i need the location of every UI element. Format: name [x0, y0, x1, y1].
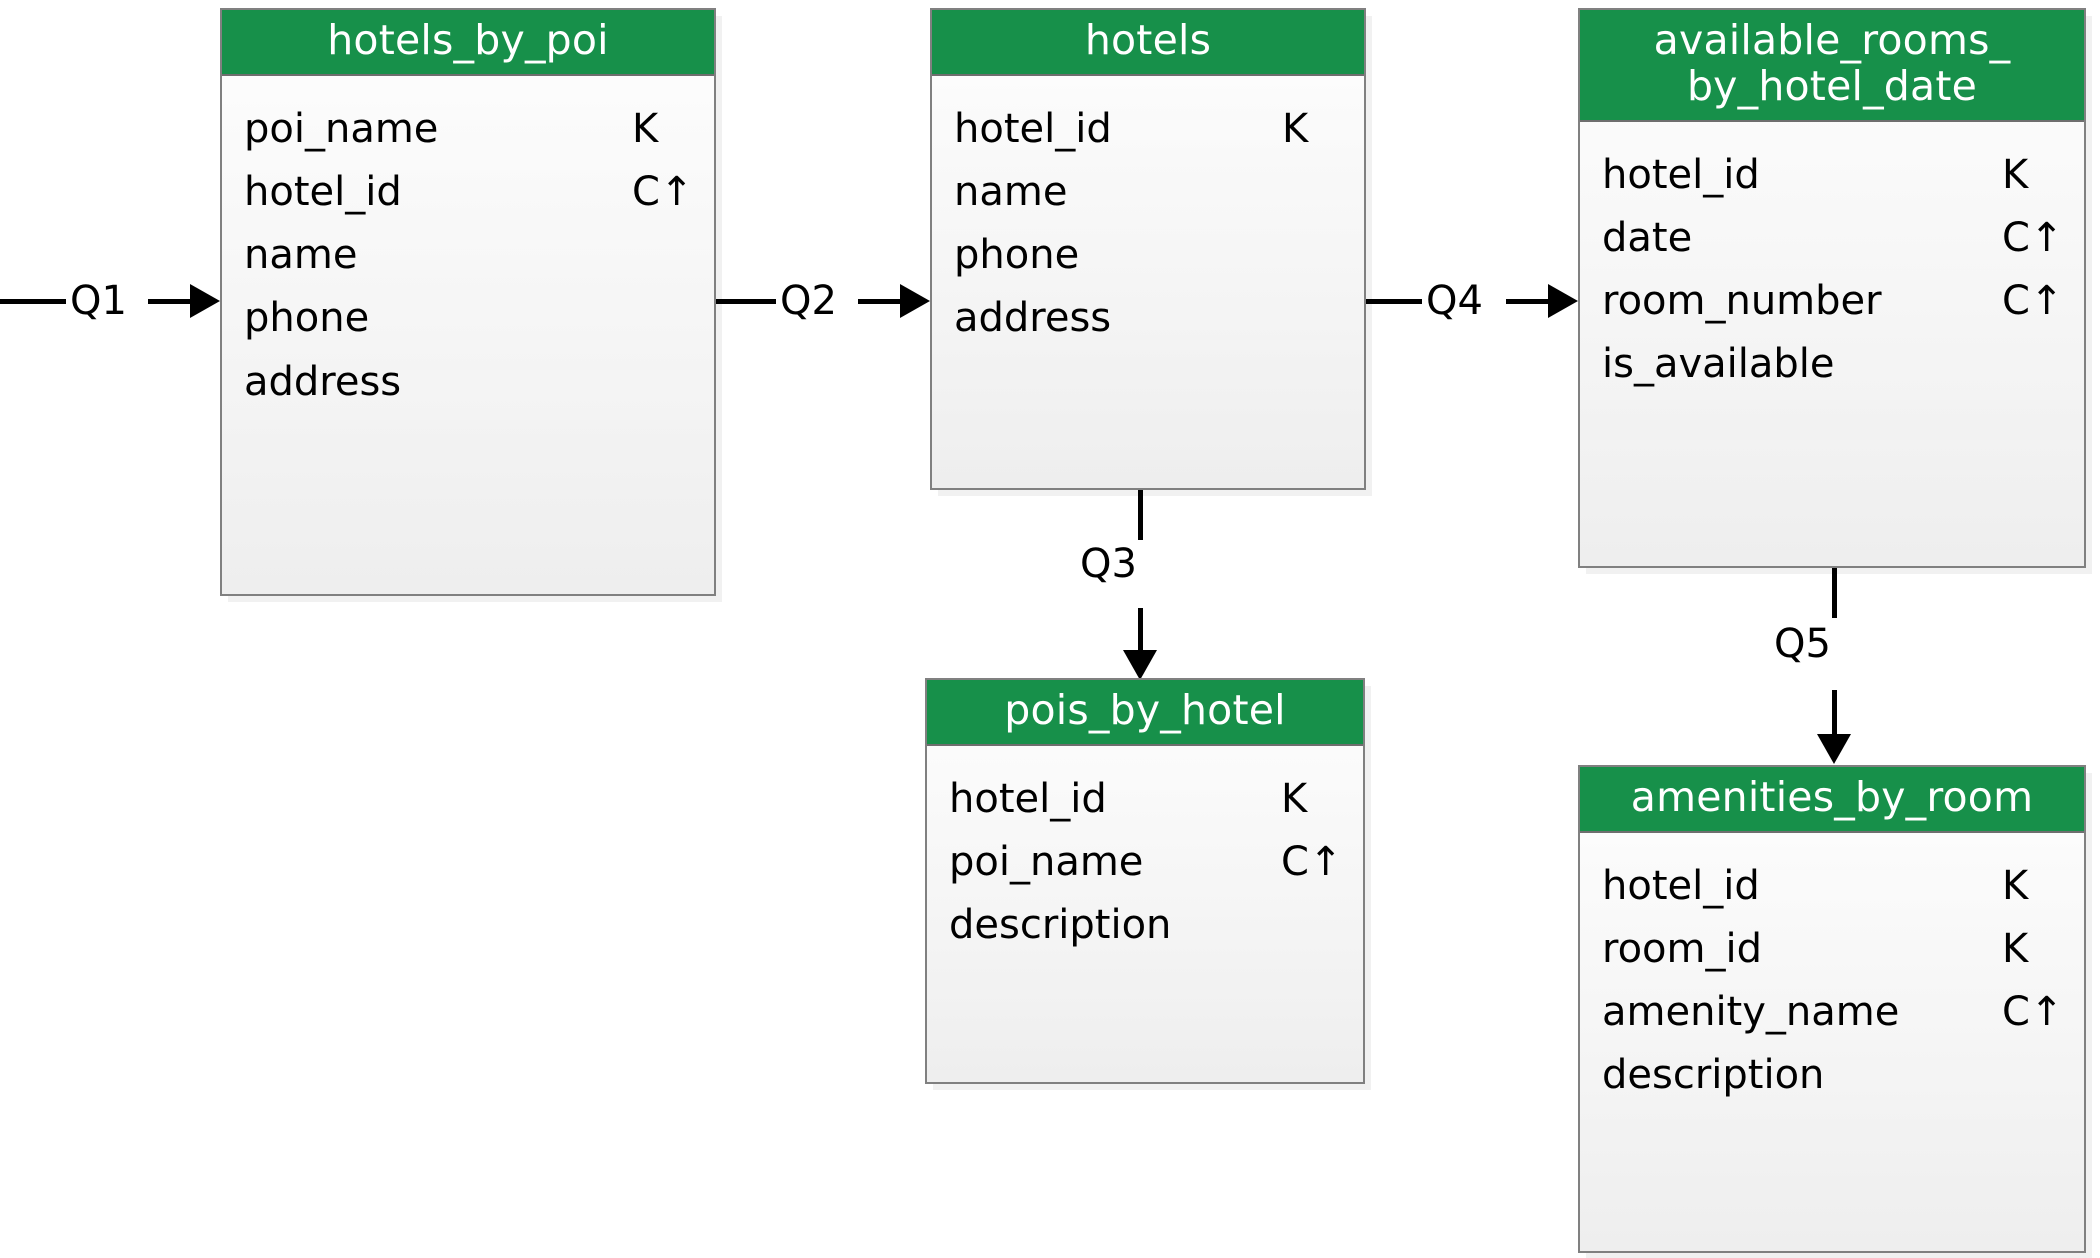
column-key: K — [2002, 151, 2029, 198]
entity-pois-by-hotel[interactable]: pois_by_hotel hotel_id K poi_name C↑ des… — [925, 678, 1365, 1084]
column-name: hotel_id — [244, 169, 402, 216]
connector-q1-label: Q1 — [66, 281, 131, 321]
connector-q4-line-right — [1506, 299, 1552, 304]
table-row: amenity_name C↑ — [1602, 981, 2064, 1044]
column-key: C↑ — [2002, 278, 2064, 325]
table-row: date C↑ — [1602, 207, 2064, 270]
table-row: hotel_id K — [1602, 855, 2064, 918]
column-name: hotel_id — [1602, 151, 1760, 198]
column-key: K — [2002, 926, 2029, 973]
entity-hotels-by-poi[interactable]: hotels_by_poi poi_name K hotel_id C↑ nam… — [220, 8, 716, 596]
table-row: room_id K — [1602, 918, 2064, 981]
table-row: name — [244, 224, 694, 287]
table-row: description — [1602, 1044, 2064, 1107]
table-row: address — [954, 287, 1344, 350]
column-name: address — [244, 358, 402, 405]
connector-q2-line-left — [716, 299, 782, 304]
connector-q4-label: Q4 — [1422, 281, 1487, 321]
column-key: C↑ — [1281, 839, 1343, 886]
table-row: room_number C↑ — [1602, 270, 2064, 333]
column-name: address — [954, 295, 1112, 342]
connector-q4-arrowhead-icon — [1548, 284, 1578, 318]
connector-q1: Q1 — [0, 280, 222, 324]
column-key: K — [632, 105, 659, 152]
connector-q1-arrowhead-icon — [190, 284, 220, 318]
column-key: K — [1282, 105, 1309, 152]
column-key: C↑ — [2002, 989, 2064, 1036]
connector-q5-line-bottom — [1832, 690, 1837, 736]
entity-amenities-by-room[interactable]: amenities_by_room hotel_id K room_id K a… — [1578, 765, 2086, 1253]
connector-q2-line-right — [858, 299, 904, 304]
column-key: K — [2002, 862, 2029, 909]
entity-hotels-columns: hotel_id K name phone address — [932, 76, 1364, 488]
column-name: is_available — [1602, 341, 1835, 388]
connector-q3-label: Q3 — [1076, 544, 1141, 584]
entity-hotels-by-poi-columns: poi_name K hotel_id C↑ name phone addres… — [222, 76, 714, 594]
table-row: phone — [244, 287, 694, 350]
column-name: hotel_id — [1602, 862, 1760, 909]
connector-q3-line-bottom — [1138, 608, 1143, 652]
connector-q3-arrowhead-icon — [1123, 650, 1157, 680]
connector-q4-line-left — [1366, 299, 1428, 304]
table-row: hotel_id K — [1602, 144, 2064, 207]
column-name: amenity_name — [1602, 989, 1900, 1036]
entity-hotels-by-poi-title: hotels_by_poi — [222, 10, 714, 76]
table-row: hotel_id K — [954, 98, 1344, 161]
entity-pois-by-hotel-title: pois_by_hotel — [927, 680, 1363, 746]
connector-q5-line-top — [1832, 568, 1837, 618]
table-row: hotel_id C↑ — [244, 161, 694, 224]
column-name: poi_name — [949, 839, 1144, 886]
entity-pois-by-hotel-columns: hotel_id K poi_name C↑ description — [927, 746, 1363, 1082]
table-row: name — [954, 161, 1344, 224]
column-key: C↑ — [632, 169, 694, 216]
connector-q4: Q4 — [1366, 280, 1580, 324]
table-row: phone — [954, 224, 1344, 287]
column-name: name — [954, 169, 1068, 216]
entity-hotels-title: hotels — [932, 10, 1364, 76]
column-key: C↑ — [2002, 215, 2064, 261]
column-name: room_id — [1602, 926, 1762, 973]
column-name: date — [1602, 215, 1693, 261]
entity-available-rooms-by-hotel-date-title: available_rooms_ by_hotel_date — [1580, 10, 2084, 122]
entity-available-rooms-by-hotel-date[interactable]: available_rooms_ by_hotel_date hotel_id … — [1578, 8, 2086, 568]
entity-amenities-by-room-title: amenities_by_room — [1580, 767, 2084, 833]
table-row: description — [949, 894, 1343, 957]
connector-q5-arrowhead-icon — [1817, 734, 1851, 764]
column-name: description — [1602, 1052, 1825, 1099]
table-row: poi_name C↑ — [949, 831, 1343, 894]
table-row: poi_name K — [244, 98, 694, 161]
column-name: hotel_id — [949, 775, 1107, 822]
column-name: name — [244, 232, 358, 279]
column-name: hotel_id — [954, 105, 1112, 152]
table-row: address — [244, 351, 694, 414]
connector-q5: Q5 — [1752, 568, 1932, 766]
column-name: poi_name — [244, 105, 439, 152]
table-row: hotel_id K — [949, 768, 1343, 831]
column-name: phone — [954, 232, 1080, 279]
connector-q2-arrowhead-icon — [900, 284, 930, 318]
column-name: phone — [244, 295, 370, 342]
entity-available-rooms-by-hotel-date-columns: hotel_id K date C↑ room_number C↑ is_ava… — [1580, 122, 2084, 566]
connector-q3: Q3 — [1060, 490, 1240, 684]
table-row: is_available — [1602, 333, 2064, 396]
connector-q3-line-top — [1138, 490, 1143, 540]
entity-amenities-by-room-columns: hotel_id K room_id K amenity_name C↑ des… — [1580, 833, 2084, 1251]
connector-q2: Q2 — [716, 280, 932, 324]
connector-q1-line-left — [0, 299, 72, 304]
connector-q2-label: Q2 — [776, 281, 841, 321]
entity-hotels[interactable]: hotels hotel_id K name phone address — [930, 8, 1366, 490]
column-key: K — [1281, 775, 1308, 822]
column-name: room_number — [1602, 278, 1882, 325]
column-name: description — [949, 902, 1172, 949]
connector-q5-label: Q5 — [1770, 624, 1835, 664]
connector-q1-line-right — [148, 299, 196, 304]
